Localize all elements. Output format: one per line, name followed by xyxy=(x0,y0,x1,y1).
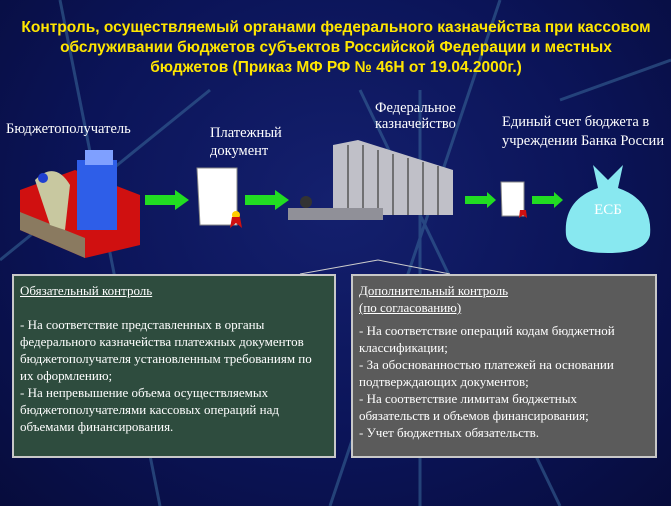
arrow-icon xyxy=(145,190,189,210)
payment-document-icon xyxy=(196,167,242,228)
treasury-building-icon xyxy=(288,140,453,220)
additional-item: - Учет бюджетных обязательств. xyxy=(359,425,540,440)
arrow-icon xyxy=(245,190,289,210)
mandatory-heading: Обязательный контроль xyxy=(20,283,153,298)
mandatory-item: - На непревышение объема осуществляемых … xyxy=(20,385,279,434)
account-label: Единый счет бюджета в учреждении Банка Р… xyxy=(502,114,665,149)
slide-title: Контроль, осуществляемый органами федера… xyxy=(21,19,651,76)
additional-item: - За обоснованностью платежей на основан… xyxy=(359,357,614,389)
additional-control-box: Дополнительный контроль (по согласованию… xyxy=(351,274,657,458)
bag-label: ЕСБ xyxy=(594,202,622,218)
recipient-label: Бюджетополучатель xyxy=(6,121,131,137)
additional-item: - На соответствие операций кодам бюджетн… xyxy=(359,323,615,355)
budget-bag-icon: ЕСБ xyxy=(558,160,658,255)
arrow-icon xyxy=(532,192,563,208)
arrow-icon xyxy=(465,192,496,208)
treasury-label: Федеральное казначейство xyxy=(375,100,456,132)
additional-item: - На соответствие лимитам бюджетных обяз… xyxy=(359,391,589,423)
document-icon xyxy=(500,181,527,218)
mandatory-control-box: Обязательный контроль - На соответствие … xyxy=(12,274,336,458)
additional-heading: Дополнительный контроль xyxy=(359,283,509,298)
additional-subheading: (по согласованию) xyxy=(359,300,462,315)
payment-doc-label: Платежный документ xyxy=(210,125,282,159)
mandatory-item: - На соответствие представленных в орган… xyxy=(20,317,312,383)
recipient-building-icon xyxy=(20,150,140,258)
